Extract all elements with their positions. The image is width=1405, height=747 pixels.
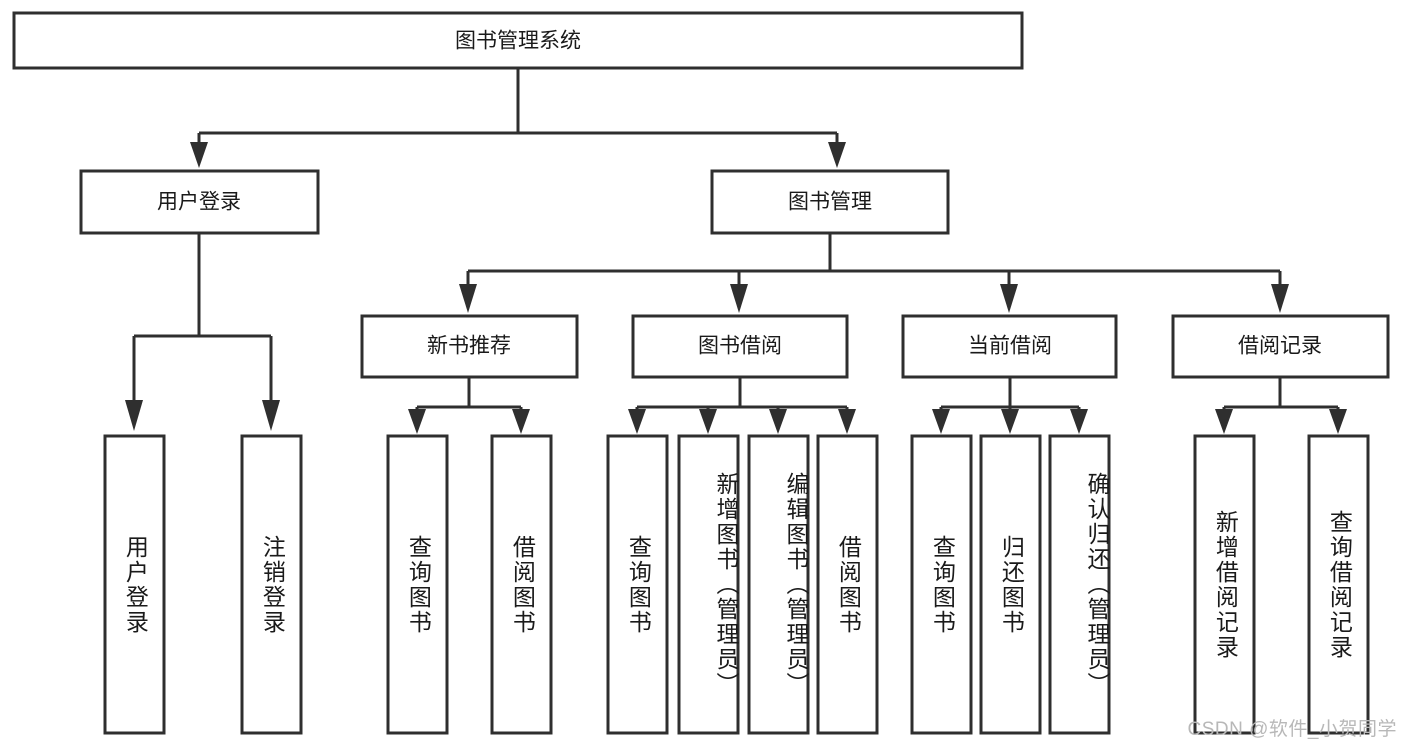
arrow-to-leaf-return-book: [1001, 409, 1019, 434]
leaf-query-book-1-box[interactable]: [386, 434, 449, 735]
leaf-edit-book-box[interactable]: [747, 434, 810, 735]
leaf-borrow-book-1-box[interactable]: [490, 434, 553, 735]
leaf-add-record-box[interactable]: [1193, 434, 1256, 735]
node-borrow-record-label: 借阅记录: [1238, 335, 1322, 358]
arrow-to-leaf-edit-book: [769, 409, 787, 434]
node-borrow-record-box[interactable]: [1171, 314, 1390, 379]
arrow-to-leaf-add-book: [699, 409, 717, 434]
node-book-manage-box[interactable]: [710, 169, 950, 235]
node-user-login-label: 用户登录: [157, 191, 241, 214]
arrow-to-book-borrow: [730, 284, 748, 313]
node-new-book-recommend-label: 新书推荐: [427, 335, 511, 358]
leaf-borrow-book-2-box[interactable]: [816, 434, 879, 735]
node-root-label: 图书管理系统: [455, 30, 581, 53]
leaf-query-record-box[interactable]: [1307, 434, 1370, 735]
arrow-to-leaf-query-record: [1329, 409, 1347, 434]
arrow-to-leaf-borrow-book-2: [838, 409, 856, 434]
leaf-query-book-3-box[interactable]: [910, 434, 973, 735]
arrow-to-leaf-query-book-3: [932, 409, 950, 434]
arrow-to-borrow-record: [1271, 284, 1289, 313]
arrow-root-to-book-manage: [828, 142, 846, 168]
arrow-to-leaf-borrow-book-1: [512, 409, 530, 434]
node-current-borrow-box[interactable]: [901, 314, 1118, 379]
arrow-root-to-user-login: [190, 142, 208, 168]
arrow-to-new-book-recommend: [459, 284, 477, 313]
leaf-query-book-2-box[interactable]: [606, 434, 669, 735]
node-new-book-recommend-box[interactable]: [360, 314, 579, 379]
csdn-watermark: CSDN @软件_小贺同学: [1187, 719, 1397, 740]
node-root-box[interactable]: [12, 11, 1024, 70]
leaf-return-book-box[interactable]: [979, 434, 1042, 735]
leaf-logout-login-box[interactable]: [240, 434, 303, 735]
arrow-to-leaf-user-login: [125, 400, 143, 431]
leaf-user-login-box[interactable]: [103, 434, 166, 735]
leaf-add-book-box[interactable]: [677, 434, 740, 735]
arrow-to-leaf-confirm-return: [1070, 409, 1088, 434]
arrow-to-leaf-query-book-2: [628, 409, 646, 434]
arrow-to-leaf-add-record: [1215, 409, 1233, 434]
node-book-borrow-box[interactable]: [631, 314, 849, 379]
arrow-to-leaf-query-book-1: [408, 409, 426, 434]
node-book-borrow-label: 图书借阅: [698, 335, 782, 358]
arrow-to-current-borrow: [1000, 284, 1018, 313]
node-book-manage-label: 图书管理: [788, 191, 872, 214]
node-current-borrow-label: 当前借阅: [968, 335, 1052, 358]
arrow-to-leaf-logout-login: [262, 400, 280, 431]
leaf-confirm-return-box[interactable]: [1048, 434, 1111, 735]
